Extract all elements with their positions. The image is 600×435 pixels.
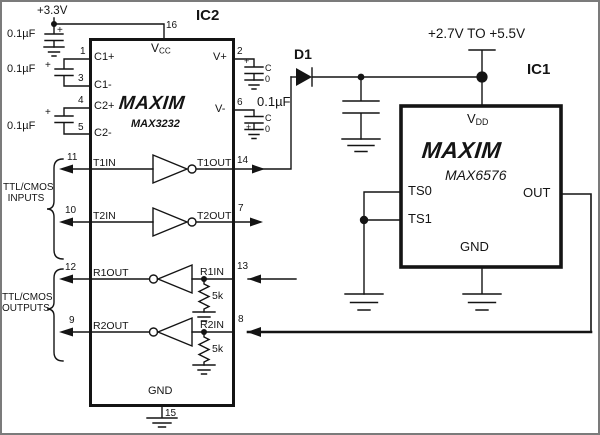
t1-row bbox=[59, 76, 292, 185]
pin3-number: 3 bbox=[78, 73, 84, 84]
pin8-number: 8 bbox=[238, 314, 244, 325]
cap-c2 bbox=[54, 107, 91, 135]
ic1-gnd-wire bbox=[462, 266, 502, 311]
supply-3v3-label: +3.3V bbox=[37, 5, 68, 17]
r1-row bbox=[59, 263, 297, 322]
out-to-r2in-wire bbox=[560, 193, 592, 333]
ic2-r2out-pin-label: R2OUT bbox=[93, 320, 129, 332]
cap-d1-value: 0.1µF bbox=[257, 94, 291, 109]
cap-vplus-plus: + bbox=[244, 56, 250, 66]
pin7-number: 7 bbox=[238, 203, 244, 214]
r2-pulldown-value: 5k bbox=[212, 343, 224, 355]
cap-vplus-tag-top: C bbox=[265, 63, 272, 73]
ic2-c1p-pin-label: C1+ bbox=[94, 51, 115, 63]
d1-ref: D1 bbox=[294, 46, 312, 62]
ic1-vdd-pin-label: VDD bbox=[467, 111, 489, 127]
r1-pulldown-value: 5k bbox=[212, 290, 224, 302]
ic2-vp-pin-label: V+ bbox=[213, 51, 227, 63]
cap-bypass-value: 0.1µF bbox=[7, 28, 36, 40]
d1-diode bbox=[290, 67, 362, 87]
ic2-t2out-pin-label: T2OUT bbox=[197, 210, 232, 222]
inputs-brace bbox=[46, 158, 64, 260]
ic1-out-pin-label: OUT bbox=[523, 185, 551, 200]
ic2-r1out-pin-label: R1OUT bbox=[93, 267, 129, 279]
ic1-box bbox=[399, 104, 563, 269]
pin5-number: 5 bbox=[78, 122, 84, 133]
ic2-t1out-pin-label: T1OUT bbox=[197, 157, 232, 169]
pin14-number: 14 bbox=[237, 155, 249, 166]
vcc-supply-wire bbox=[51, 17, 165, 40]
pin16-number: 16 bbox=[166, 20, 178, 31]
ic2-c2m-pin-label: C2- bbox=[94, 127, 112, 139]
ic2-part-number: MAX3232 bbox=[131, 118, 180, 130]
ic2-vcc-pin-label: VCC bbox=[151, 41, 171, 56]
cap-bypass-plus: + bbox=[57, 25, 63, 36]
outputs-brace bbox=[46, 268, 64, 362]
cap-c1-value: 0.1µF bbox=[7, 63, 36, 75]
ic1-ref: IC1 bbox=[527, 61, 551, 78]
ic1-maxim-logo: MAXIM bbox=[420, 137, 503, 163]
pin11-number: 11 bbox=[67, 152, 78, 163]
cap-vminus-tag-bottom: 0 bbox=[265, 124, 271, 134]
pin1-number: 1 bbox=[80, 46, 86, 57]
cap-c1 bbox=[54, 58, 91, 87]
pin12-number: 12 bbox=[65, 262, 77, 273]
ic2-r1in-pin-label: R1IN bbox=[200, 266, 224, 278]
cap-vminus-tag-top: C bbox=[265, 113, 272, 123]
ic1-part-number: MAX6576 bbox=[445, 167, 507, 183]
ic1-ts1-pin-label: TS1 bbox=[408, 211, 432, 226]
r2-row bbox=[59, 316, 593, 375]
pin15-number: 15 bbox=[165, 408, 177, 419]
ic2-gnd-wire bbox=[146, 405, 178, 428]
pin13-number: 13 bbox=[237, 261, 249, 272]
pin6-number: 6 bbox=[237, 97, 243, 108]
t2-row bbox=[59, 206, 263, 238]
ic2-gnd-pin-label: GND bbox=[148, 385, 173, 397]
pin4-number: 4 bbox=[78, 95, 84, 106]
ts-strap-wires bbox=[344, 191, 402, 311]
ic1-ts0-pin-label: TS0 bbox=[408, 183, 432, 198]
pin2-number: 2 bbox=[237, 46, 243, 57]
cap-d1 bbox=[341, 76, 381, 153]
ic1-gnd-pin-label: GND bbox=[460, 239, 489, 254]
ttl-cmos-outputs-label: TTL/CMOS OUTPUTS bbox=[2, 292, 53, 314]
cap-vplus-tag-bottom: 0 bbox=[265, 74, 271, 84]
ic2-ref: IC2 bbox=[196, 7, 220, 24]
cap-c1-plus: + bbox=[45, 60, 51, 71]
pin10-number: 10 bbox=[65, 205, 77, 216]
ic2-t1in-pin-label: T1IN bbox=[93, 157, 116, 169]
pin9-number: 9 bbox=[69, 315, 75, 326]
ic2-r2in-pin-label: R2IN bbox=[200, 319, 224, 331]
ic2-c1m-pin-label: C1- bbox=[94, 79, 112, 91]
ttl-cmos-inputs-label: TTL/CMOS INPUTS bbox=[3, 182, 54, 204]
ic2-c2p-pin-label: C2+ bbox=[94, 100, 115, 112]
cap-c2-plus: + bbox=[45, 107, 51, 118]
cap-vminus-plus: + bbox=[246, 122, 252, 132]
ic2-maxim-logo: MAXIM bbox=[117, 93, 186, 114]
cap-vplus bbox=[232, 58, 264, 90]
cap-vminus bbox=[232, 109, 264, 140]
ic2-t2in-pin-label: T2IN bbox=[93, 210, 116, 222]
supply-node-wire bbox=[357, 49, 496, 107]
supply-range-label: +2.7V TO +5.5V bbox=[428, 26, 526, 41]
cap-bypass-3v3 bbox=[43, 23, 65, 57]
cap-c2-value: 0.1µF bbox=[7, 120, 36, 132]
ic2-vm-pin-label: V- bbox=[215, 103, 226, 115]
